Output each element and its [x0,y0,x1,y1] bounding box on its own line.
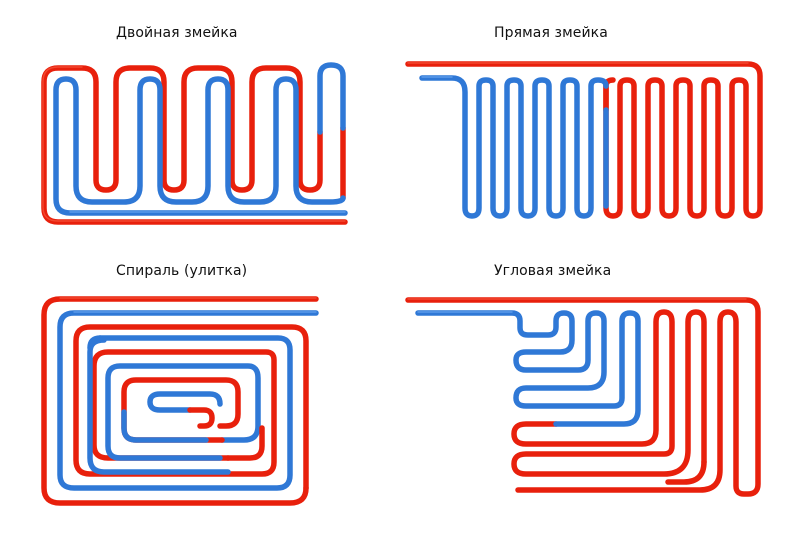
double-snake-red-pipe [41,65,348,225]
title-double-snake: Двойная змейка [116,25,238,41]
spiral-blue-pipe-5 [121,409,209,443]
spiral-red-pipe-core [187,407,215,429]
title-straight-snake: Прямая змейка [494,25,608,41]
spiral-blue-pipe-3 [87,337,231,475]
angular-snake-blue-pipe [415,310,641,427]
title-spiral: Спираль (улитка) [116,263,248,279]
angular-snake-red-pipe-2 [511,309,707,477]
spiral-diagram [41,296,319,506]
pipe-highlights [42,62,749,313]
double-snake-blue-pipe-top [317,62,346,135]
angular-snake-red-supply-line [405,297,761,497]
spiral-blue-pipe-core [147,391,223,413]
title-angular-snake: Угловая змейка [494,263,612,279]
double-snake-diagram [41,62,348,225]
spiral-red-pipe-2 [73,324,309,491]
straight-snake-red-supply-line [405,61,763,219]
straight-snake-diagram [405,61,763,219]
straight-snake-blue-pipe [419,75,609,219]
spiral-blue-pipe-4 [105,363,261,461]
angular-snake-red-pipe-3 [665,459,707,485]
angular-snake-diagram [405,297,761,497]
double-snake-blue-pipe [53,76,348,216]
spiral-red-pipe-1 [41,296,319,506]
spiral-red-pipe-3 [225,425,265,461]
spiral-blue-pipe-1 [57,310,319,491]
